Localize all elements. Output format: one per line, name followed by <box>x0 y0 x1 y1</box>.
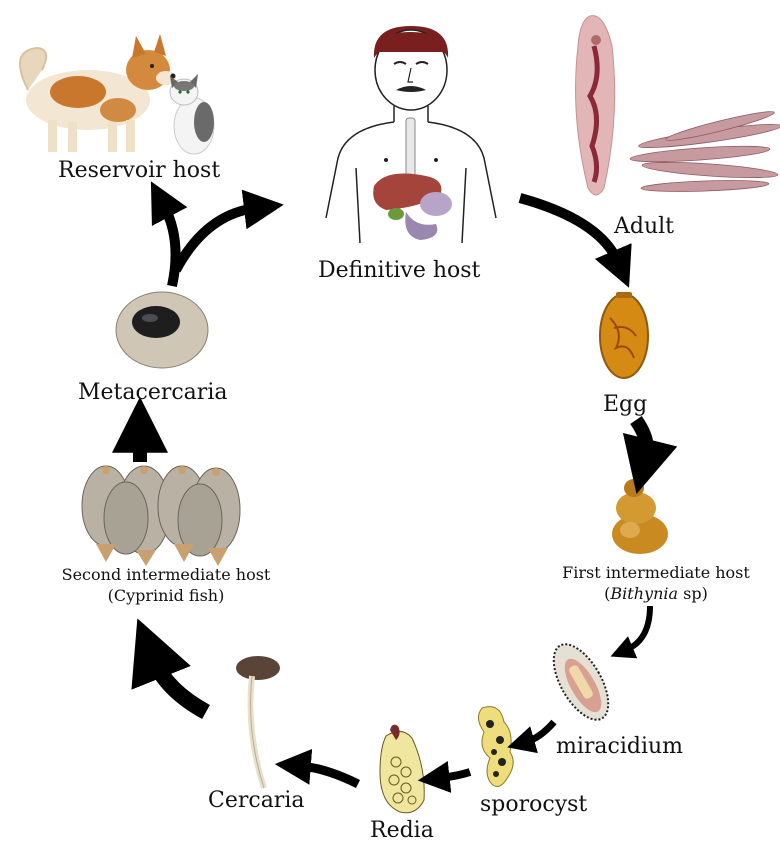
first-host-line1: First intermediate host <box>538 562 774 583</box>
label-second-intermediate-host: Second intermediate host (Cyprinid fish) <box>40 564 292 606</box>
arrow-metacercaria-to-definitive <box>176 208 256 270</box>
arrow-host-to-egg <box>520 198 618 262</box>
label-sporocyst: sporocyst <box>480 792 587 817</box>
first-host-genus: Bithynia <box>610 584 678 603</box>
label-cercaria: Cercaria <box>208 788 304 813</box>
label-redia: Redia <box>370 818 434 843</box>
first-host-suffix: sp) <box>678 584 708 603</box>
arrow-miracidium-to-sporocyst <box>526 722 554 742</box>
second-host-line1: Second intermediate host <box>40 564 292 585</box>
label-adult: Adult <box>614 214 674 239</box>
arrow-sporocyst-to-redia <box>440 772 470 778</box>
label-reservoir-host: Reservoir host <box>58 158 220 183</box>
arrow-snail-to-miracidium <box>626 606 650 650</box>
arrow-redia-to-cercaria <box>300 766 358 784</box>
label-definitive-host: Definitive host <box>318 258 480 283</box>
label-egg: Egg <box>603 392 647 417</box>
first-host-line2: (Bithynia sp) <box>538 583 774 604</box>
label-first-intermediate-host: First intermediate host (Bithynia sp) <box>538 562 774 604</box>
label-miracidium: miracidium <box>556 734 683 759</box>
arrow-egg-to-snail <box>636 420 647 456</box>
arrow-metacercaria-to-reservoir <box>164 206 176 286</box>
second-host-line2: (Cyprinid fish) <box>40 585 292 606</box>
label-metacercaria: Metacercaria <box>78 380 227 405</box>
arrow-cercaria-to-fish <box>154 660 206 712</box>
